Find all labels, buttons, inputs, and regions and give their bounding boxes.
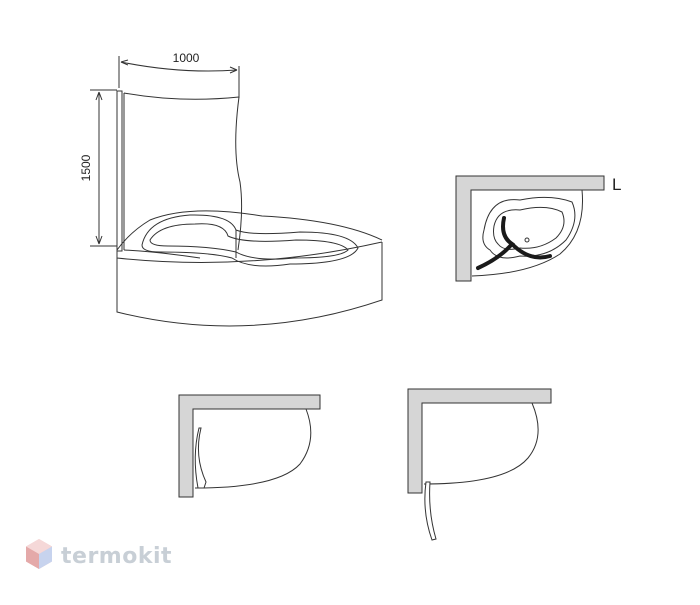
- plan-view-screen-closed: [178, 394, 321, 498]
- plan-wall-corner: [455, 175, 605, 282]
- bath-screen-3d-view: 1000 1500: [79, 51, 383, 327]
- brand-watermark: termokit: [25, 536, 172, 576]
- plan-basin-outline: [482, 196, 576, 259]
- bath-outline-closed: [194, 408, 312, 489]
- height-dimension-label: 1500: [79, 154, 93, 181]
- screen-open: [424, 481, 437, 541]
- hexagon-logo-icon: [25, 538, 53, 575]
- wall-corner-closed: [178, 394, 321, 498]
- screen-closed: [194, 427, 207, 489]
- side-marker-label: L: [612, 175, 621, 194]
- plan-drain: [524, 237, 530, 243]
- brand-name: termokit: [61, 543, 173, 569]
- plan-view-screen-open: [407, 388, 552, 541]
- width-dimension-label: 1000: [173, 51, 200, 65]
- plan-view-left-orientation: L: [455, 175, 621, 282]
- wall-corner-open: [407, 388, 552, 494]
- height-dimension: [90, 89, 117, 247]
- width-dimension: [118, 56, 240, 98]
- bath-outline-open: [423, 402, 539, 485]
- plan-screen-arc: [510, 242, 552, 260]
- plan-basin-inner: [493, 206, 565, 250]
- shower-screen-panel: [116, 90, 243, 259]
- corner-bath-body: [116, 210, 383, 327]
